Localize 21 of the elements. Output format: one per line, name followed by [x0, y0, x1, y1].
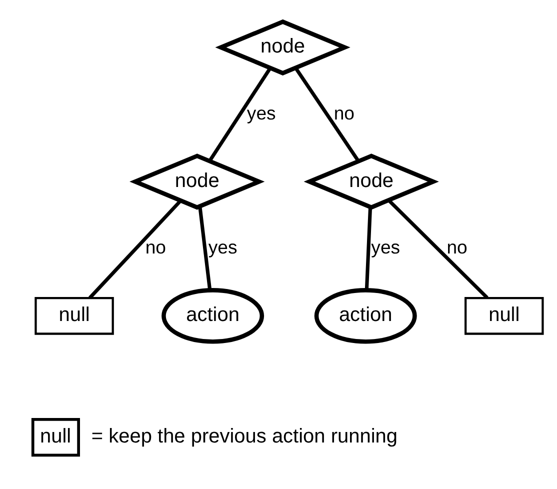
node-box: null: [31, 418, 80, 457]
node-ellipse: action: [314, 288, 417, 344]
node-box: null: [464, 296, 544, 335]
edge-label: no: [334, 102, 355, 124]
connector: [294, 67, 360, 162]
connector: [387, 199, 488, 299]
edge-label: no: [145, 236, 166, 258]
edge-label: yes: [371, 236, 400, 258]
connector: [364, 207, 372, 290]
node-diamond: node: [304, 154, 439, 210]
connector: [198, 206, 212, 290]
connector: [88, 200, 182, 300]
node-label: = keep the previous action running: [91, 426, 398, 448]
node-diamond: node: [130, 154, 265, 210]
edge-label: no: [446, 236, 468, 258]
node-box: null: [34, 296, 114, 335]
edge-label: yes: [208, 236, 238, 258]
connector: [208, 67, 272, 162]
node-ellipse: action: [162, 288, 264, 344]
node-diamond: node: [215, 19, 350, 76]
edge-label: yes: [246, 102, 276, 124]
